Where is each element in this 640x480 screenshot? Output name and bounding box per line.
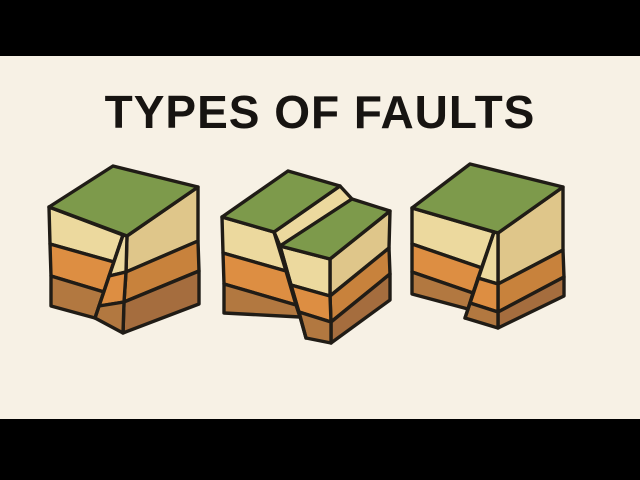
fault-block-middle xyxy=(220,169,392,345)
hanging-wall-grass-top-face xyxy=(278,197,392,261)
fault-block-left xyxy=(47,164,201,335)
grass-top-face xyxy=(410,162,565,235)
letterbox-bottom xyxy=(0,419,640,480)
footwall-grass-top-face xyxy=(220,169,342,234)
fault-line xyxy=(272,230,308,340)
fault-line xyxy=(463,230,496,320)
grass-top-face xyxy=(47,164,200,238)
page-title: TYPES OF FAULTS xyxy=(104,86,536,138)
letterbox-top xyxy=(0,0,640,56)
fault-line xyxy=(93,233,125,320)
fault-block-right xyxy=(410,162,566,330)
